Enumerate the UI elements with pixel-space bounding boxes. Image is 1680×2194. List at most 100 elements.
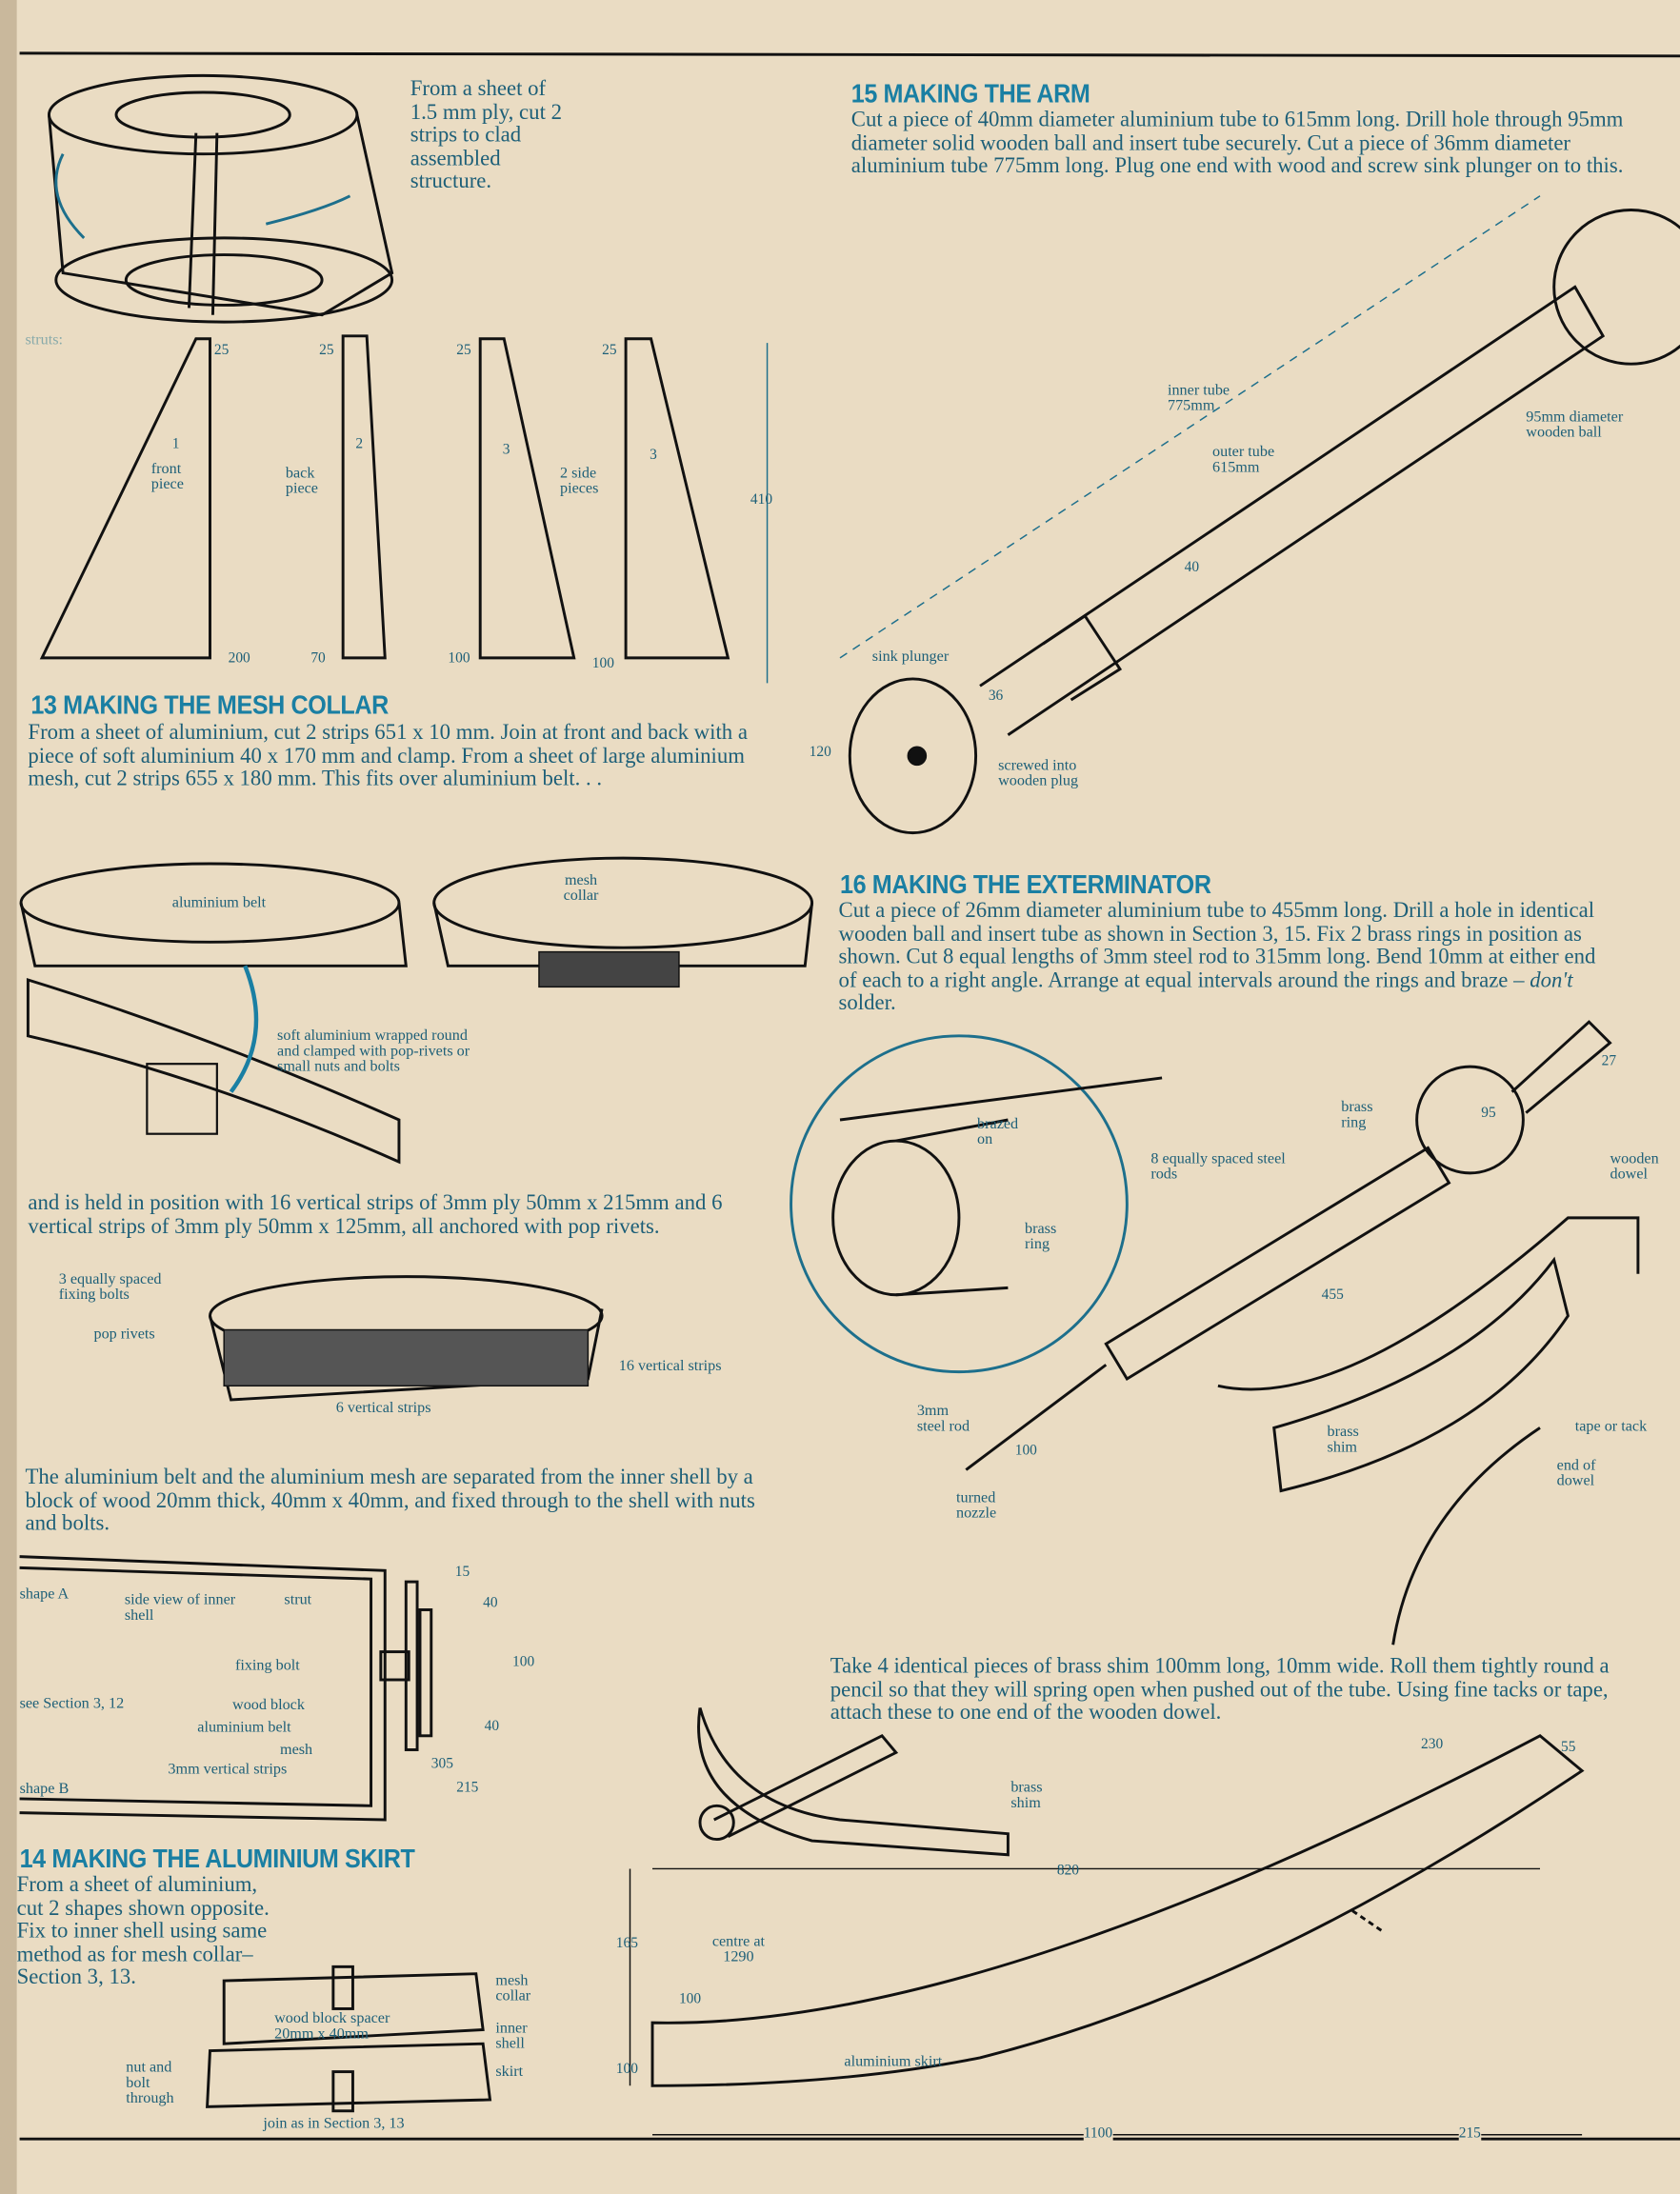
circle-number: 2 [355, 436, 364, 452]
steel-rods-label: 8 equally spaced steel rods [1150, 1150, 1286, 1184]
wood-block-label: wood block [232, 1696, 305, 1714]
dim-label: 100 [591, 656, 614, 672]
clad-note: From a sheet of 1.5 mm ply, cut 2 strips… [410, 76, 562, 193]
see-section-label: see Section 3, 12 [19, 1695, 125, 1712]
section-13-heading: 13 MAKING THE MESH COLLAR [30, 691, 389, 722]
dim-label: 165 [615, 1936, 638, 1952]
dim-label: 40 [483, 1595, 498, 1611]
section-15-text: Cut a piece of 40mm diameter aluminium t… [850, 108, 1624, 178]
screwed-label: screwed into wooden plug [998, 757, 1079, 790]
section-16-text-emphasis: don't [1530, 967, 1573, 992]
strut-drawings [39, 334, 769, 684]
brass-ring-label: brass ring [1025, 1220, 1057, 1253]
fixing-bolt-label: fixing bolt [234, 1657, 300, 1675]
join-label: join as in Section 3, 13 [263, 2115, 405, 2132]
mesh-collar-label-2: mesh collar [495, 1972, 531, 2005]
page-binding-edge [0, 0, 17, 2194]
inner-tube-label: inner tube 775mm [1167, 382, 1230, 415]
shape-b-label: shape B [19, 1780, 70, 1798]
struts-label: struts: [25, 331, 64, 349]
strut-label: strut [284, 1591, 312, 1609]
section-16-text-body: Cut a piece of 26mm diameter aluminium t… [838, 898, 1596, 992]
dim-label: 25 [213, 343, 230, 359]
exterminator-drawing [790, 1020, 1640, 1646]
collar-drawings [19, 856, 814, 1402]
mesh-collar-label: mesh collar [563, 871, 599, 905]
dim-label: 215 [1458, 2125, 1481, 2143]
dim-label: 100 [512, 1654, 535, 1670]
wooden-ball-label: 95mm diameter wooden ball [1526, 409, 1624, 442]
nut-bolt-label: nut and bolt through [126, 2059, 174, 2107]
aluminium-skirt-pattern [629, 1734, 1585, 2136]
dim-label: 95 [1481, 1106, 1496, 1122]
16-strips-label: 16 vertical strips [618, 1357, 722, 1375]
dim-label: 15 [454, 1565, 470, 1581]
back-piece-label: back piece [285, 465, 318, 497]
dim-label: 25 [319, 343, 334, 359]
outer-tube-label: outer tube 615mm [1212, 443, 1275, 476]
dim-label: 100 [1014, 1443, 1037, 1459]
dim-label: 100 [448, 650, 470, 667]
circle-number: 3 [502, 442, 510, 458]
skirt-small-drawing [206, 1965, 492, 2113]
inner-shell-label: inner shell [495, 2020, 528, 2053]
dim-label: 820 [1056, 1863, 1080, 1879]
wood-block-spacer-label: wood block spacer 20mm x 40mm [274, 2009, 390, 2043]
shape-a-label: shape A [19, 1586, 70, 1604]
dim-label: 200 [228, 650, 250, 667]
tape-label: tape or tack [1574, 1418, 1648, 1435]
dim-label: 100 [615, 2062, 638, 2078]
wooden-dowel-label: wooden dowel [1610, 1150, 1659, 1184]
brass-shim-label: brass shim [1327, 1423, 1359, 1456]
brazed-on-label: brazed on [977, 1115, 1019, 1148]
circle-number: 3 [650, 448, 657, 464]
dim-label: 455 [1321, 1287, 1344, 1304]
brass-ring-label-2: brass ring [1341, 1098, 1373, 1131]
dim-label: 40 [484, 1719, 500, 1735]
top-rule [19, 51, 1680, 58]
skirt-label: skirt [495, 2063, 524, 2081]
dim-label: 120 [809, 745, 831, 761]
side-pieces-label: 2 side pieces [560, 465, 599, 497]
side-view-label: side view of inner shell [124, 1591, 236, 1625]
end-of-dowel-label: end of dowel [1556, 1457, 1596, 1490]
section-16-text: Cut a piece of 26mm diameter aluminium t… [838, 898, 1602, 1015]
aluminium-skirt-label: aluminium skirt [844, 2053, 943, 2071]
dim-label: 215 [456, 1780, 479, 1797]
circle-number: 1 [171, 436, 180, 452]
dim-label: 230 [1421, 1737, 1444, 1753]
centre-label: centre at 1290 [711, 1933, 766, 1965]
steel-rod-label: 3mm steel rod [916, 1402, 970, 1435]
dim-label: 55 [1561, 1740, 1576, 1756]
dim-label: 27 [1601, 1053, 1617, 1070]
front-piece-label: front piece [150, 460, 184, 493]
section-14-heading: 14 MAKING THE ALUMINIUM SKIRT [19, 1845, 415, 1875]
section-16-heading: 16 MAKING THE EXTERMINATOR [840, 870, 1211, 901]
dim-label: 100 [678, 1991, 702, 2007]
section-13-text-2: and is held in position with 16 vertical… [28, 1190, 723, 1239]
shell-structure-drawing [47, 73, 394, 324]
soft-aluminium-label: soft aluminium wrapped round and clamped… [277, 1027, 470, 1075]
pop-rivets-label: pop rivets [93, 1326, 155, 1343]
dim-label: 410 [750, 492, 773, 509]
section-15-heading: 15 MAKING THE ARM [850, 79, 1090, 110]
side-view-drawing [19, 1555, 433, 1822]
mesh-label: mesh [280, 1741, 313, 1759]
brass-shim-text: Take 4 identical pieces of brass shim 10… [830, 1654, 1610, 1725]
vertical-strips-label: 3mm vertical strips [168, 1761, 288, 1778]
turned-nozzle-label: turned nozzle [956, 1489, 997, 1522]
dim-label: 70 [310, 650, 326, 667]
sink-plunger-label: sink plunger [871, 648, 950, 666]
section-16-text-end: solder. [838, 990, 896, 1015]
aluminium-belt-label: aluminium belt [171, 894, 267, 911]
section-13-text-3: The aluminium belt and the aluminium mes… [25, 1466, 755, 1536]
dim-label: 40 [1184, 560, 1200, 576]
6-strips-label: 6 vertical strips [335, 1400, 431, 1417]
dim-label: 25 [456, 343, 471, 359]
brass-shim-label-2: brass shim [1010, 1779, 1043, 1812]
dim-label: 36 [988, 688, 1004, 705]
fixing-bolts-label: 3 equally spaced fixing bolts [58, 1270, 162, 1304]
section-13-text: From a sheet of aluminium, cut 2 strips … [28, 721, 749, 791]
